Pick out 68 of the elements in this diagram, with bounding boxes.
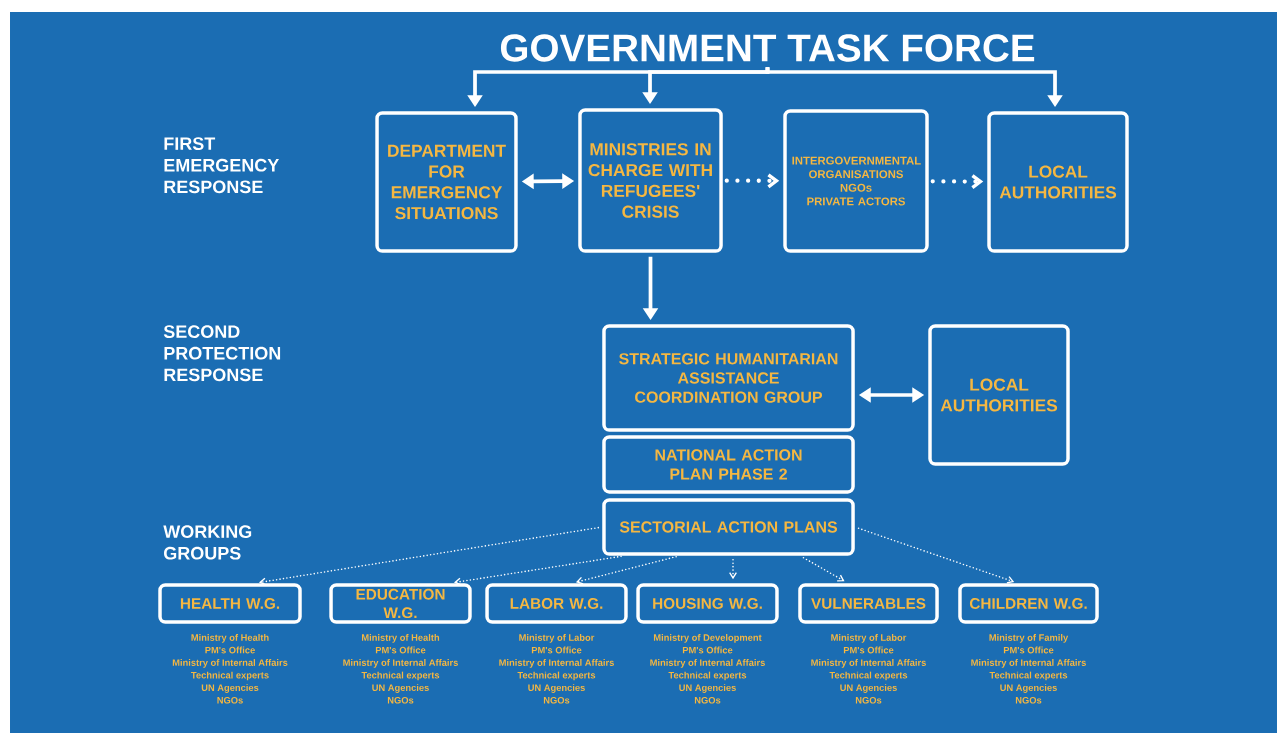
dotted-arrow (930, 174, 984, 189)
node-label: UN Agencies (201, 684, 259, 693)
node-label: Ministry of Internal Affairs (172, 659, 288, 668)
heading: GOVERNMENT TASK FORCE (500, 34, 1035, 62)
node-label: Ministry of Family (989, 634, 1069, 643)
member-list: Ministry of Development PM's Office Ministry of Internal Affairs Technical experts UN Agencies NGOs (650, 634, 765, 704)
dotted-arrow (724, 173, 780, 189)
process-box: MINISTRIES IN CHARGE WITH REFUGEES' CRISIS (578, 108, 723, 253)
node-label: NGOs (217, 696, 243, 704)
section-label: WORKING GROUPS (163, 525, 252, 560)
node-label: UN Agencies (679, 684, 736, 693)
process-box: VULNERABLES (798, 583, 939, 624)
node-label: PM's Office (205, 646, 255, 654)
node-label: Ministry of Internal Affairs (650, 659, 765, 668)
node-label: PM's Office (531, 646, 582, 654)
node-label: Technical experts (829, 671, 908, 681)
node-label: NGOs (387, 696, 414, 704)
process-box: LOCAL AUTHORITIES (928, 324, 1070, 466)
node-label: NGOs (855, 696, 882, 704)
section-label: FIRST EMERGENCY RESPONSE (164, 137, 279, 194)
node-label: Technical experts (191, 671, 269, 681)
member-list: Ministry of Labor PM's Office Ministry of Internal Affairs Technical experts UN Agencies NGOs (499, 634, 614, 704)
process-box: LOCAL AUTHORITIES (987, 111, 1129, 253)
node-label: Technical experts (989, 671, 1068, 681)
process-box: HEALTH W.G. (158, 583, 302, 624)
member-list: Ministry of Health PM's Office Ministry of Internal Affairs Technical experts UN Agencies NGOs (172, 634, 288, 704)
member-list: Ministry of Health PM's Office Ministry of Internal Affairs Technical experts UN Agencies NGOs (343, 634, 458, 704)
node-label: Ministry of Internal Affairs (971, 659, 1086, 668)
dotted-arrow (258, 526, 600, 586)
dotted-arrow (857, 527, 1015, 584)
node-label: Technical experts (517, 671, 596, 681)
node-label: UN Agencies (528, 684, 585, 693)
node-label: PM's Office (843, 646, 894, 654)
node-label: Ministry of Internal Affairs (343, 659, 458, 668)
process-box: SECTORIAL ACTION PLANS (602, 498, 855, 556)
node-label: Ministry of Labor (519, 634, 595, 643)
process-box: CHILDREN W.G. (958, 583, 1099, 624)
node-label: Ministry of Internal Affairs (811, 659, 926, 668)
node-label: UN Agencies (1000, 684, 1057, 693)
process-box: INTERGOVERNMENTAL ORGANISATIONS NGOs PRIVATE ACTORS (783, 109, 929, 253)
dotted-arrow (802, 556, 845, 582)
node-label: Ministry of Development (653, 634, 762, 643)
process-box: EDUCATION W.G. (329, 583, 472, 624)
node-label: NGOs (1015, 696, 1042, 704)
node-label: PM's Office (375, 646, 426, 654)
node-label: Ministry of Health (191, 634, 269, 643)
process-box: STRATEGIC HUMANITARIAN ASSISTANCE COORDINATION GROUP (602, 324, 855, 432)
member-list: Ministry of Labor PM's Office Ministry of Internal Affairs Technical experts UN Agencies NGOs (811, 634, 926, 704)
node-label: NGOs (694, 696, 721, 704)
node-label: Technical experts (668, 671, 747, 681)
node-label: UN Agencies (840, 684, 897, 693)
node-label: Technical experts (361, 671, 440, 681)
node-label: Ministry of Health (361, 634, 440, 643)
process-box: LABOR W.G. (485, 583, 628, 624)
process-box: DEPARTMENT FOR EMERGENCY SITUATIONS (375, 111, 518, 253)
node-label: NGOs (543, 696, 570, 704)
node-label: UN Agencies (372, 684, 429, 693)
node-label: Ministry of Labor (831, 634, 907, 643)
member-list: Ministry of Family PM's Office Ministry of Internal Affairs Technical experts UN Agencies NGOs (971, 634, 1086, 704)
node-label: PM's Office (1003, 646, 1054, 654)
node-label: Ministry of Internal Affairs (499, 659, 614, 668)
process-box: NATIONAL ACTION PLAN PHASE 2 (602, 435, 855, 494)
process-box: HOUSING W.G. (636, 583, 779, 624)
node-label: PM's Office (682, 646, 733, 654)
dotted-arrow (575, 555, 677, 585)
dotted-arrow (729, 558, 737, 580)
dotted-arrow (453, 555, 622, 586)
section-label: SECOND PROTECTION RESPONSE (163, 325, 281, 382)
